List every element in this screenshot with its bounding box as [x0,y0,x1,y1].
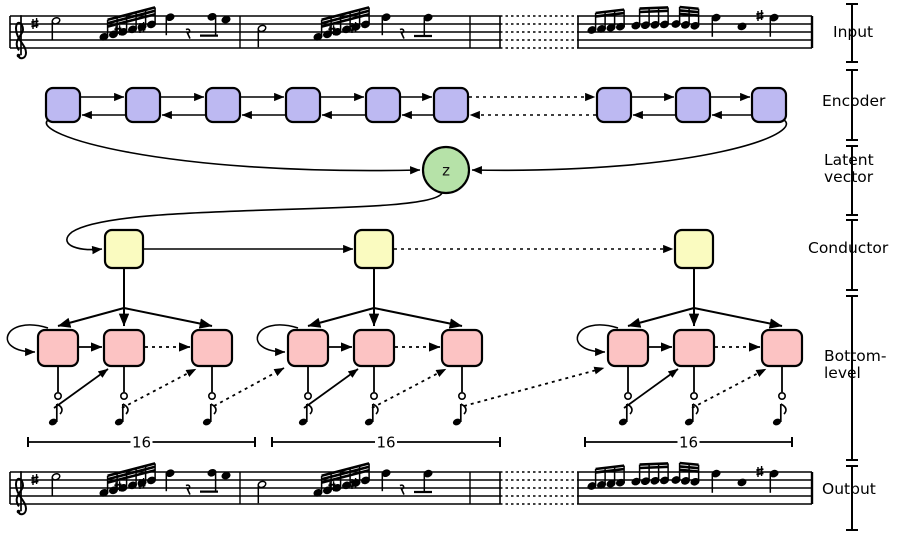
encoder-node-6 [595,86,633,124]
row-label-encoder: Encoder [822,92,886,110]
music-staves [9,15,814,505]
eighth-note-head-2-2 [772,418,782,426]
bottom-node-1-1 [352,328,396,368]
bottom-output-dot-1-1 [369,391,378,400]
bottom-output-dot-2-1 [689,391,698,400]
row-bracket-markers [846,3,858,531]
row-label-conductor: Conductor [808,239,889,257]
connection-edges [6,92,788,409]
bottom-output-dot-0-1 [120,391,129,400]
row-label-bottom-level: Bottom- level [824,347,887,382]
bottom-output-dot-2-2 [777,391,786,400]
latent-vector-label: z [442,162,450,180]
bottom-node-0-0 [36,328,80,368]
encoder-node-0 [44,86,82,124]
latent-vector-node [421,145,471,195]
eighth-note-head-2-0 [618,418,628,426]
encoder-node-5 [432,86,470,124]
eighth-note-head-0-1 [114,418,124,426]
span-label-0: 16 [132,434,151,452]
bottom-node-2-2 [760,328,804,368]
bottom-output-dot-1-0 [303,391,312,400]
conductor-node-0 [103,228,145,270]
conductor-node-2 [673,228,715,270]
bottom-output-dot-0-2 [208,391,217,400]
span-label-1: 16 [376,434,395,452]
bottom-node-0-2 [190,328,234,368]
bottom-node-1-0 [286,328,330,368]
span-label-2: 16 [679,434,698,452]
eighth-note-head-2-1 [684,418,694,426]
encoder-node-7 [674,86,712,124]
encoder-node-8 [750,86,788,124]
group-span-brackets: 16 16 16 [27,434,793,452]
row-label-input: Input [833,23,874,41]
eighth-note-head-1-2 [452,418,462,426]
eighth-note-head-0-0 [48,418,58,426]
encoder-node-3 [284,86,322,124]
bottom-output-dot-1-2 [457,391,466,400]
row-label-output: Output [822,480,876,498]
eighth-note-head-1-0 [298,418,308,426]
encoder-node-4 [364,86,402,124]
eighth-note-head-1-1 [364,418,374,426]
encoder-node-2 [204,86,242,124]
music-notation [14,5,779,516]
bottom-output-dot-0-0 [53,391,62,400]
bottom-node-2-1 [672,328,716,368]
network-nodes: z [36,86,804,426]
bottom-output-dot-2-0 [623,391,632,400]
bottom-node-1-2 [440,328,484,368]
row-label-latent: Latent vector [824,151,874,186]
bottom-node-2-0 [606,328,650,368]
encoder-node-1 [124,86,162,124]
conductor-node-1 [353,228,395,270]
bottom-node-0-1 [102,328,146,368]
eighth-note-head-0-2 [202,418,212,426]
